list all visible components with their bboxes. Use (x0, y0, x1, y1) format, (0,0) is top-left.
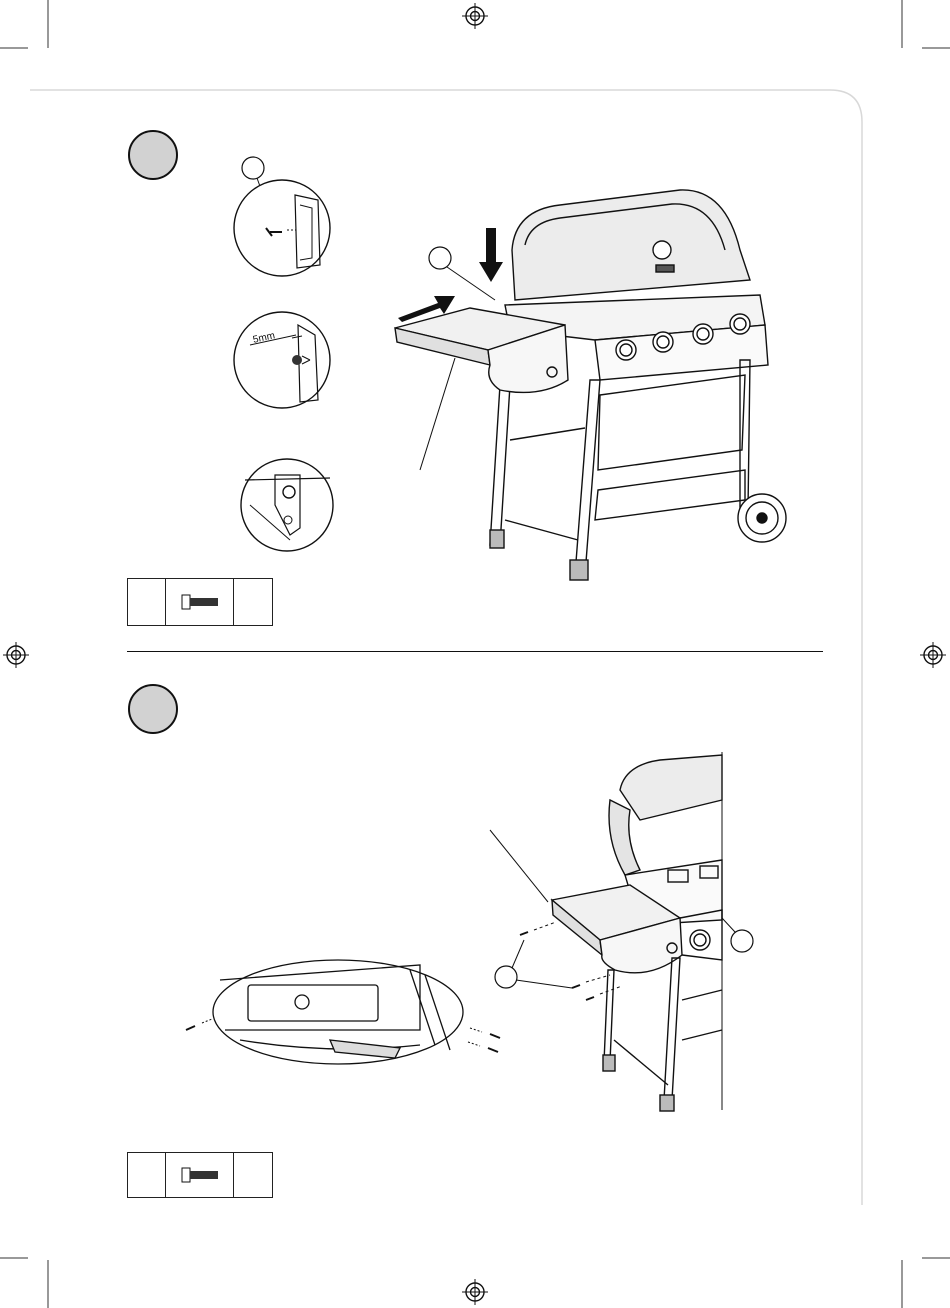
parts-qty-cell (128, 1153, 166, 1197)
detail-shelf-underside (213, 960, 463, 1064)
grill-illustration-2 (490, 752, 722, 1111)
parts-count-cell (234, 1153, 274, 1197)
parts-icon-cell (166, 1153, 234, 1197)
parts-table-2 (127, 1152, 273, 1198)
bolt-icon (166, 1153, 234, 1197)
